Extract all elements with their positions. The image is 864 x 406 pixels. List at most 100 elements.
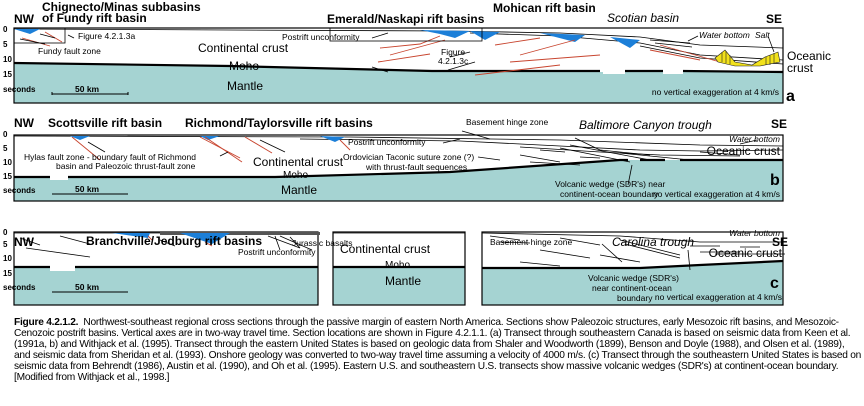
continental-crust-label: Continental crust: [253, 155, 344, 169]
ordovician-label-1: Ordovician Taconic suture zone (?): [343, 152, 474, 162]
ordovician-pointer: [477, 156, 501, 161]
postrift-horizon: [639, 45, 784, 65]
fundy-fault-zone-label: Fundy fault zone: [38, 46, 101, 56]
volcanic-wedge-label-1: Volcanic wedge (SDR's): [588, 273, 679, 283]
exaggeration-note: no vertical exaggeration at 4 km/s: [655, 292, 782, 302]
rift-basin: [70, 136, 90, 140]
tick-15: 15: [3, 172, 12, 181]
jurassic-basalt-layer: [160, 232, 320, 235]
tick-5: 5: [3, 40, 8, 49]
tick-0: 0: [3, 25, 8, 34]
basin-title-branchville: Branchville/Jedburg rift basins: [86, 234, 262, 248]
moho-line-segment: [682, 69, 784, 74]
figure-4-2-1-3a-label: Figure 4.2.1.3a: [78, 31, 135, 41]
figure-4-2-1-3c-number: 4.2.1.3c: [438, 56, 469, 66]
water-bottom-label: Water bottom: [729, 228, 780, 238]
panel-c: NW SE Branchville/Jedburg rift basins Ju…: [3, 228, 788, 306]
volcanic-wedge-label-1: Volcanic wedge (SDR's) near: [555, 179, 665, 189]
se-label: SE: [771, 117, 787, 131]
rift-basin: [320, 136, 345, 142]
rift-basin: [200, 136, 220, 140]
basin-title-emerald: Emerald/Naskapi rift basins: [327, 12, 485, 26]
mantle-fill: [333, 267, 465, 305]
mantle-label: Mantle: [385, 274, 421, 288]
rift-basin: [610, 37, 640, 48]
postrift-unconformity-label: Postrift unconformity: [238, 247, 316, 257]
carolina-trough-label: Carolina trough: [612, 235, 694, 249]
oceanic-crust-label: Oceanic crust: [709, 246, 783, 260]
seconds-label: seconds: [3, 283, 36, 292]
oceanic-crust-label: Oceanic: [787, 49, 831, 63]
postrift-pointer: [371, 32, 389, 39]
ordovician-label-2: with thrust-fault sequences: [365, 162, 467, 172]
volcanic-pointer: [687, 249, 691, 271]
fault-lines: [71, 136, 741, 166]
mantle-fill: [482, 261, 783, 305]
jurassic-pointer: [289, 236, 301, 249]
exaggeration-note: no vertical exaggeration at 4 km/s: [653, 189, 780, 199]
se-label: SE: [772, 235, 788, 249]
figure-4-2-1-3c-box[interactable]: [329, 27, 483, 42]
baltimore-canyon-label: Baltimore Canyon trough: [579, 118, 712, 132]
moho-line: [13, 61, 600, 73]
panel-letter-a: a: [786, 88, 795, 105]
tick-0: 0: [3, 228, 8, 237]
mantle-label: Mantle: [281, 183, 317, 197]
rift-basin: [112, 233, 150, 238]
nw-label: NW: [14, 235, 35, 249]
se-label: SE: [766, 12, 782, 26]
continental-crust-label: Continental crust: [198, 41, 289, 55]
oceanic-crust-label-2: crust: [787, 61, 814, 75]
caption-text: Northwest-southeast regional cross secti…: [14, 317, 862, 383]
oceanic-crust-label: Oceanic crust: [707, 144, 781, 158]
rift-basin: [180, 233, 230, 244]
water-bottom-line: [13, 135, 784, 147]
tick-10: 10: [3, 254, 12, 263]
mantle-fill: [14, 63, 783, 103]
nw-label: NW: [14, 12, 35, 26]
scale-label: 50 km: [75, 84, 100, 94]
water-bottom-label: Water bottom: [699, 30, 750, 40]
tick-10: 10: [3, 158, 12, 167]
scotian-basin-label: Scotian basin: [607, 11, 679, 25]
figure-4-2-1-3a-box[interactable]: [13, 27, 66, 44]
hinge-zone-label: Basement hinge zone: [466, 117, 548, 127]
mantle-label: Mantle: [227, 79, 263, 93]
water-bottom-pointer: [739, 139, 758, 145]
tick-5: 5: [3, 144, 8, 153]
basin-title-scottsville: Scottsville rift basin: [48, 116, 162, 130]
tick-15: 15: [3, 269, 12, 278]
panel-letter-b: b: [770, 172, 780, 189]
salt-label: Salt: [755, 30, 770, 40]
scale-label: 50 km: [75, 282, 100, 292]
mantle-fill: [14, 267, 318, 305]
hinge-zone-label: Basement hinge zone: [490, 237, 572, 247]
rift-basin: [14, 29, 40, 34]
tick-5: 5: [3, 240, 8, 249]
moho-label: Moho: [283, 170, 308, 181]
salt-pointer: [767, 35, 775, 53]
postrift-horizon: [299, 138, 784, 152]
tick-15: 15: [3, 70, 12, 79]
rift-basin: [540, 33, 585, 42]
basin-title-chignecto: Chignecto/Minas subbasins: [42, 0, 201, 14]
postrift-unconformity-label: Postrift unconformity: [348, 137, 426, 147]
postrift-horizon: [519, 146, 741, 157]
volcanic-pointer: [627, 164, 633, 186]
water-bottom-pointer: [687, 35, 699, 42]
postrift-pointer: [274, 235, 281, 251]
basin-title-mohican: Mohican rift basin: [493, 1, 596, 15]
water-bottom-label: Water bottom: [729, 134, 780, 144]
moho-line-segment: [68, 158, 628, 179]
figure-caption: Figure 4.2.1.2. Northwest-southeast regi…: [14, 317, 862, 383]
moho-label: Moho: [385, 260, 410, 271]
basin-title-richmond: Richmond/Taylorsville rift basins: [185, 116, 373, 130]
section-frame-right: [481, 231, 784, 306]
seconds-label: seconds: [3, 186, 36, 195]
volcanic-wedge-label-3: boundary: [617, 293, 653, 303]
continental-crust-label: Continental crust: [340, 242, 431, 256]
nw-label: NW: [14, 116, 35, 130]
hylas-label-2: basin and Paleozoic thrust-fault zone: [56, 161, 196, 171]
panel-a: Chignecto/Minas subbasins of Fundy rift …: [3, 0, 831, 105]
